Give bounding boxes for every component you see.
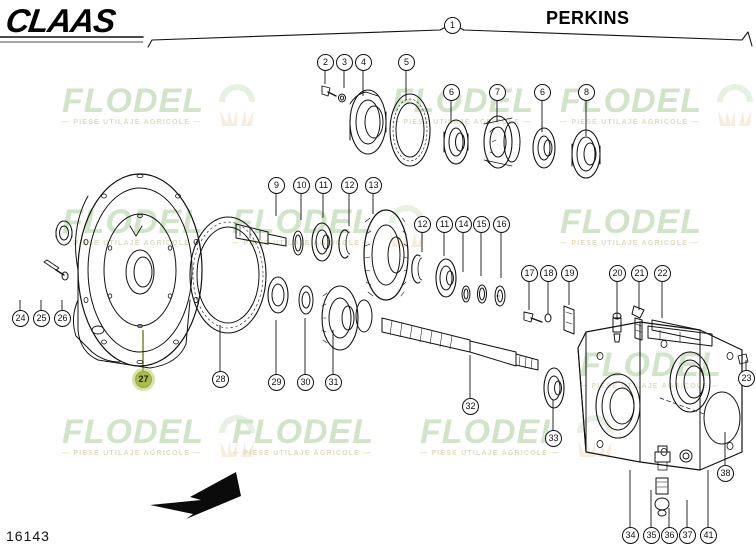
callout-9[interactable]: 9	[268, 177, 285, 194]
callout-7[interactable]: 7	[489, 84, 506, 101]
callout-24[interactable]: 24	[12, 310, 29, 327]
callout-25[interactable]: 25	[33, 310, 50, 327]
callout-15[interactable]: 15	[473, 216, 490, 233]
callout-30[interactable]: 30	[297, 374, 314, 391]
callout-34[interactable]: 34	[622, 527, 639, 544]
callout-1[interactable]: 1	[444, 17, 461, 34]
callout-21[interactable]: 21	[631, 265, 648, 282]
callout-12[interactable]: 12	[414, 216, 431, 233]
callout-32[interactable]: 32	[462, 398, 479, 415]
callout-6[interactable]: 6	[534, 84, 551, 101]
callout-11[interactable]: 11	[436, 216, 453, 233]
callout-11[interactable]: 11	[315, 177, 332, 194]
callout-10[interactable]: 10	[293, 177, 310, 194]
callout-38[interactable]: 38	[717, 465, 734, 482]
perkins-manufacturer-label: PERKINS	[546, 8, 630, 28]
watermark-gear-icon	[219, 84, 255, 126]
callout-5[interactable]: 5	[398, 54, 415, 71]
watermark-gear-icon	[717, 84, 753, 126]
callout-36[interactable]: 36	[661, 527, 678, 544]
callout-13[interactable]: 13	[365, 177, 382, 194]
drawing-number: 16143	[6, 528, 50, 544]
callout-29[interactable]: 29	[268, 374, 285, 391]
callout-6[interactable]: 6	[443, 84, 460, 101]
callout-22[interactable]: 22	[654, 265, 671, 282]
callout-37[interactable]: 37	[679, 527, 696, 544]
callout-2[interactable]: 2	[317, 54, 334, 71]
callout-17[interactable]: 17	[521, 265, 538, 282]
callout-18[interactable]: 18	[540, 265, 557, 282]
callout-20[interactable]: 20	[609, 265, 626, 282]
callout-28[interactable]: 28	[212, 371, 229, 388]
callout-33[interactable]: 33	[545, 430, 562, 447]
callout-12[interactable]: 12	[341, 177, 358, 194]
callout-4[interactable]: 4	[355, 54, 372, 71]
callout-14[interactable]: 14	[455, 216, 472, 233]
callout-27[interactable]: 27	[132, 368, 155, 391]
callout-26[interactable]: 26	[54, 310, 71, 327]
callout-8[interactable]: 8	[578, 84, 595, 101]
callout-19[interactable]: 19	[561, 265, 578, 282]
watermark-gear-icon	[219, 415, 255, 457]
callout-41[interactable]: 41	[700, 527, 717, 544]
direction-arrow	[150, 472, 241, 519]
callout-3[interactable]: 3	[336, 54, 353, 71]
callout-16[interactable]: 16	[493, 216, 510, 233]
callout-23[interactable]: 23	[738, 370, 755, 387]
callout-35[interactable]: 35	[643, 527, 660, 544]
callout-31[interactable]: 31	[325, 374, 342, 391]
